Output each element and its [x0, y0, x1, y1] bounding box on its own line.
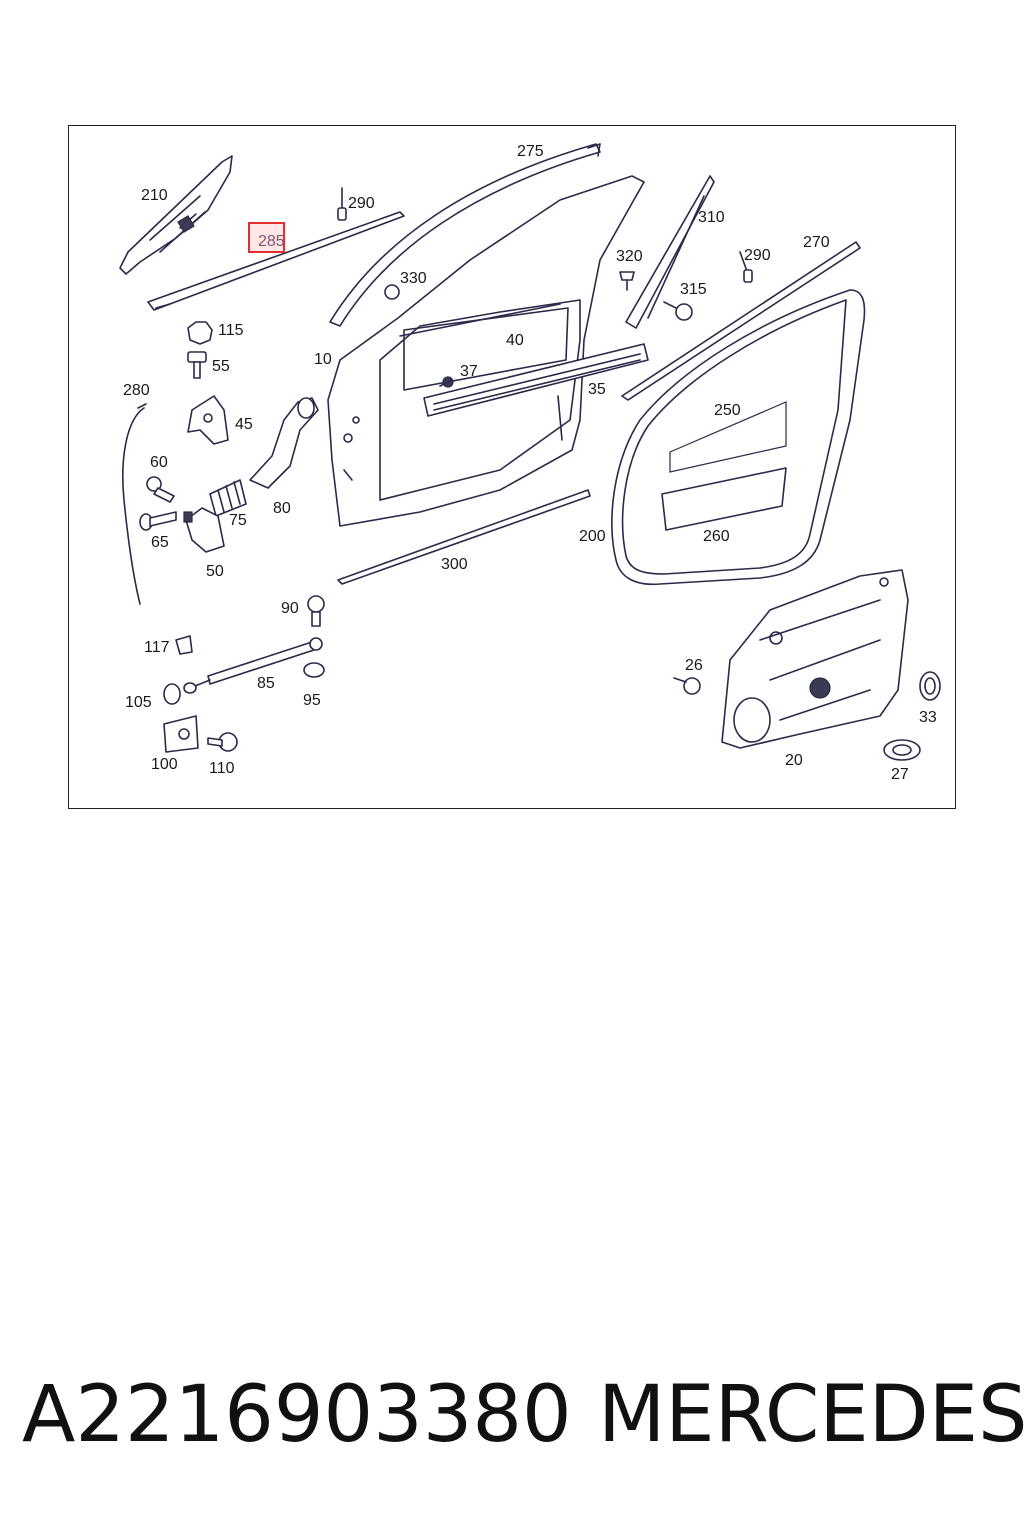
label-280: 280 — [123, 382, 150, 399]
part-275-frame-strip[interactable] — [329, 143, 601, 327]
label-110: 110 — [209, 760, 235, 777]
label-65: 65 — [151, 534, 169, 551]
part-75-grommet[interactable] — [209, 479, 247, 517]
label-10: 10 — [314, 351, 332, 368]
part-10-door-shell[interactable] — [327, 175, 645, 527]
part-330-frame-cover[interactable] — [384, 284, 400, 300]
part-270-beltline-strip[interactable] — [621, 241, 861, 401]
label-35: 35 — [588, 381, 606, 398]
part-285-beltline-strip[interactable] — [147, 211, 405, 311]
label-330: 330 — [400, 270, 427, 287]
part-315-screw[interactable] — [663, 301, 693, 321]
label-300: 300 — [441, 556, 468, 573]
label-270: 270 — [803, 234, 830, 251]
label-50: 50 — [206, 563, 224, 580]
part-260-sealing-film[interactable] — [661, 401, 787, 531]
part-115-nut[interactable] — [187, 321, 213, 345]
part-55-bolt[interactable] — [187, 351, 207, 379]
highlighted-label-285: 285 — [258, 233, 285, 250]
part-210-mirror-cover[interactable] — [119, 155, 233, 275]
label-26: 26 — [685, 657, 703, 674]
label-80: 80 — [273, 500, 291, 517]
part-100-bracket[interactable] — [163, 715, 199, 753]
part-250-door-seal[interactable] — [611, 289, 866, 586]
label-260: 260 — [703, 528, 730, 545]
part-26-screw[interactable] — [673, 677, 701, 695]
label-37: 37 — [460, 363, 478, 380]
label-320: 320 — [616, 248, 643, 265]
part-110-screw[interactable] — [207, 732, 238, 752]
label-33: 33 — [919, 709, 937, 726]
label-55: 55 — [212, 358, 230, 375]
part-290-clip-left[interactable] — [337, 187, 347, 221]
label-200: 200 — [579, 528, 606, 545]
part-105-bushing[interactable] — [163, 682, 197, 705]
label-290-left: 290 — [348, 195, 375, 212]
label-75: 75 — [229, 512, 247, 529]
part-117-cap[interactable] — [175, 635, 193, 655]
part-number: A2216903380 — [22, 1370, 572, 1460]
label-117: 117 — [144, 639, 170, 656]
brand-name: MERCEDES — [598, 1370, 1024, 1460]
part-300-lower-strip[interactable] — [337, 489, 591, 585]
part-37-screw[interactable] — [439, 376, 454, 388]
label-60: 60 — [150, 454, 168, 471]
part-85-check-rod[interactable] — [189, 637, 323, 689]
label-275: 275 — [517, 143, 544, 160]
label-20: 20 — [785, 752, 803, 769]
part-33-grommet[interactable] — [919, 671, 941, 701]
part-50-hinge-lower[interactable] — [183, 507, 225, 553]
label-105: 105 — [125, 694, 152, 711]
label-45: 45 — [235, 416, 253, 433]
part-290-clip-right[interactable] — [739, 251, 753, 283]
part-40-inner-panel[interactable] — [403, 307, 569, 391]
label-115: 115 — [218, 322, 244, 339]
part-90-bolt[interactable] — [307, 595, 325, 627]
label-210: 210 — [141, 187, 168, 204]
label-315: 315 — [680, 281, 707, 298]
label-250: 250 — [714, 402, 741, 419]
part-27-ring[interactable] — [883, 739, 921, 761]
label-100: 100 — [151, 756, 178, 773]
part-320-clip[interactable] — [619, 271, 635, 291]
part-200-seal-lower[interactable] — [557, 395, 563, 441]
label-95: 95 — [303, 692, 321, 709]
part-310-post-strip[interactable] — [625, 175, 715, 329]
label-90: 90 — [281, 600, 299, 617]
label-310: 310 — [698, 209, 725, 226]
label-85: 85 — [257, 675, 275, 692]
part-95-nut[interactable] — [303, 662, 325, 678]
part-280-cable[interactable] — [122, 403, 147, 605]
label-290-right: 290 — [744, 247, 771, 264]
part-80-check-strap[interactable] — [249, 397, 319, 489]
label-40: 40 — [506, 332, 524, 349]
part-20-window-regulator[interactable] — [721, 569, 909, 749]
part-65-bolt[interactable] — [139, 511, 177, 531]
part-60-bolt[interactable] — [146, 476, 175, 503]
highlight-box-285[interactable] — [248, 222, 285, 253]
part-35-impact-beam[interactable] — [423, 343, 649, 417]
footer-caption: A2216903380 MERCEDES — [0, 1370, 1024, 1480]
part-45-hinge-upper[interactable] — [187, 395, 229, 445]
label-27: 27 — [891, 766, 909, 783]
